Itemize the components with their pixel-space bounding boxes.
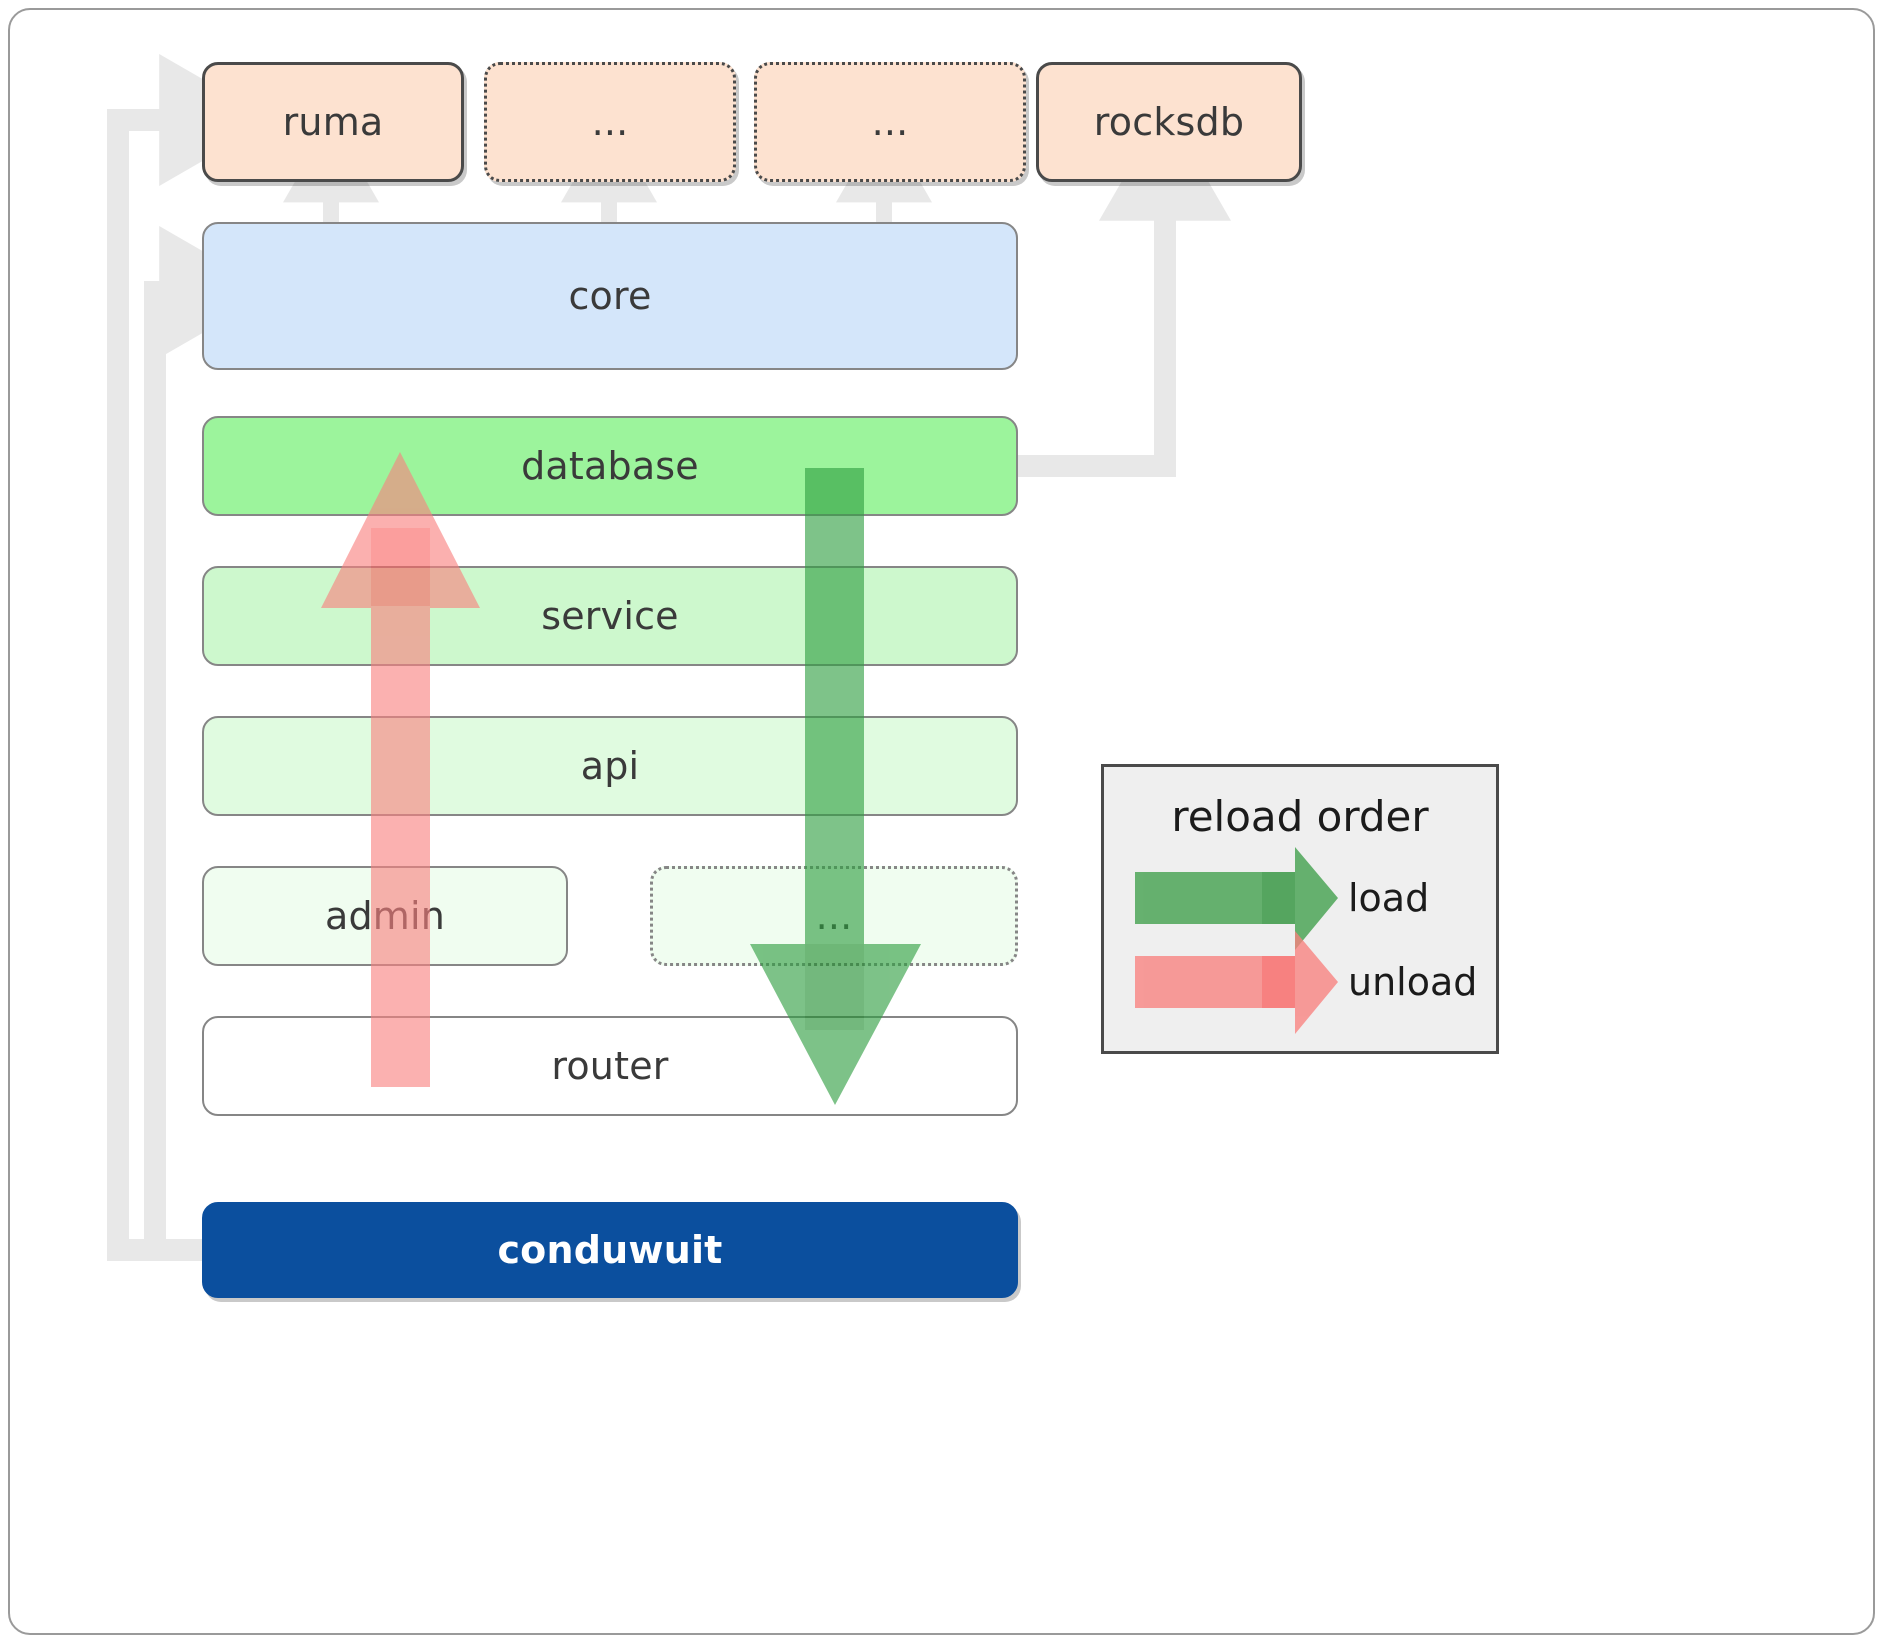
legend-title: reload order [1171, 792, 1429, 841]
layer-core[interactable]: core [202, 222, 1018, 370]
binary-conduwuit-label: conduwuit [497, 1228, 723, 1272]
connector-database-to-rocksdb [1018, 106, 1231, 477]
layer-service-label: service [541, 594, 679, 638]
layer-core-label: core [568, 274, 652, 318]
legend-label-load: load [1348, 876, 1430, 920]
unload-arrow [321, 452, 480, 1087]
legend-label-unload: unload [1348, 960, 1478, 1004]
layer-router-label: router [551, 1044, 669, 1088]
package-ruma[interactable]: ruma [202, 62, 464, 182]
load-arrow [750, 468, 921, 1105]
package-ruma-label: ruma [282, 100, 384, 144]
layer-database-label: database [521, 444, 699, 488]
package-placeholder-2-label: ... [871, 100, 909, 144]
connector-conduwuit-to-ruma [107, 54, 274, 1261]
layer-api-label: api [580, 744, 640, 788]
package-placeholder-1[interactable]: ... [484, 62, 736, 182]
layer-api[interactable]: api [202, 716, 1018, 816]
package-placeholder-2[interactable]: ... [754, 62, 1026, 182]
package-rocksdb[interactable]: rocksdb [1036, 62, 1302, 182]
layer-database[interactable]: database [202, 416, 1018, 516]
legend-load-arrow-icon [1135, 847, 1338, 950]
legend-unload-arrow-icon [1135, 931, 1338, 1034]
layer-router[interactable]: router [202, 1016, 1018, 1116]
package-placeholder-1-label: ... [591, 100, 629, 144]
package-rocksdb-label: rocksdb [1093, 100, 1245, 144]
binary-conduwuit[interactable]: conduwuit [202, 1202, 1018, 1298]
connector-conduwuit-to-core [144, 226, 274, 1250]
